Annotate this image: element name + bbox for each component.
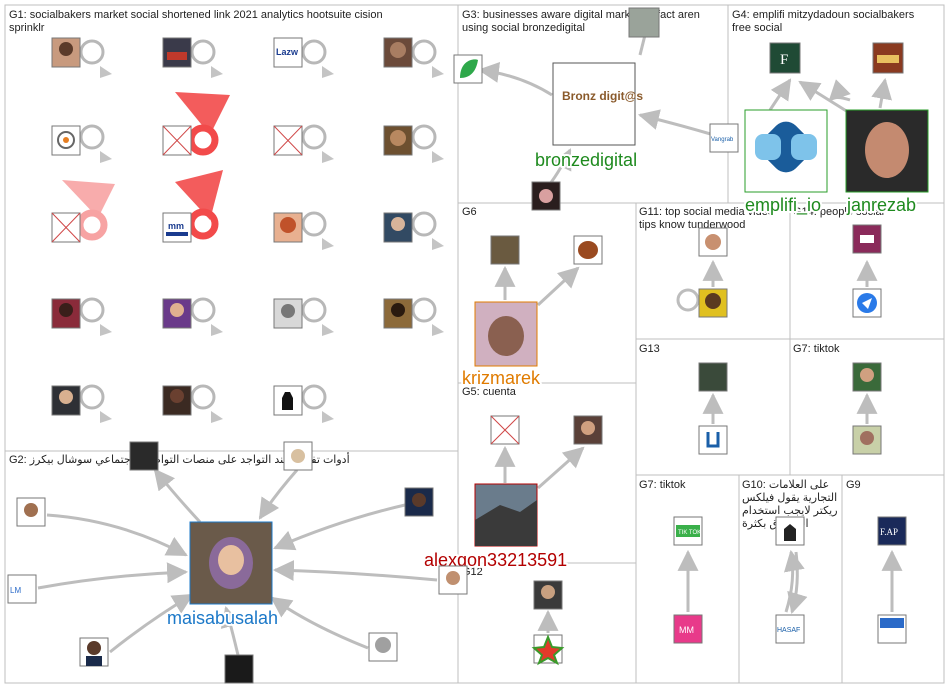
g1-red-loops xyxy=(62,92,230,241)
avatar[interactable] xyxy=(698,425,728,455)
alexgon-label: alexgon33213591 xyxy=(424,550,567,570)
svg-text:MM: MM xyxy=(679,625,694,635)
avatar[interactable] xyxy=(453,54,483,84)
svg-text:TIK TOK: TIK TOK xyxy=(678,530,701,536)
svg-text:Lazw: Lazw xyxy=(276,47,299,57)
g10-title: G10: على العلامات التجارية يقول فيلكس ري… xyxy=(742,479,841,530)
g12-nodes xyxy=(531,580,565,666)
g14-nodes xyxy=(852,224,882,318)
svg-text:LM: LM xyxy=(10,586,21,595)
g5-nodes: alexgon33213591 xyxy=(422,415,603,572)
g10-edges xyxy=(783,549,808,615)
g2-title: G2: أدوات تفيدك عند التواجد على منصات ال… xyxy=(9,452,350,466)
g4-title: G4: emplifi mitzydadoun socialbakers fre… xyxy=(732,9,917,34)
g11-nodes xyxy=(698,227,728,318)
bronzedigital-node[interactable] xyxy=(552,62,636,146)
g9-nodes: F.AP xyxy=(877,516,907,644)
avatar[interactable] xyxy=(698,227,728,257)
g6-title: G6 xyxy=(462,206,477,218)
g11-edges xyxy=(676,259,724,312)
g9-title: G9 xyxy=(846,479,861,491)
g3-nodes: Bronz digit@s Vangrab bronzedigital xyxy=(453,7,739,211)
avatar[interactable] xyxy=(852,224,882,254)
krizmarek-label: krizmarek xyxy=(462,368,541,388)
g2-nodes: LM maisabusalah xyxy=(7,441,468,684)
g14-title: G14: people social xyxy=(793,206,884,218)
avatar[interactable] xyxy=(769,42,801,74)
g13-title: G13 xyxy=(639,343,660,355)
avatar[interactable] xyxy=(490,235,520,265)
g4-nodes: F emplifi_io janrezab xyxy=(743,42,929,218)
avatar[interactable] xyxy=(673,614,703,644)
g6-edges xyxy=(494,265,580,307)
g3-title: G3: businesses aware digital marketing f… xyxy=(462,9,703,34)
g1-title: G1: socialbakers market social shortened… xyxy=(9,9,386,34)
emplifi-io-label: emplifi_io xyxy=(745,195,821,216)
g6-nodes: krizmarek xyxy=(460,235,603,390)
g10-nodes: HASAF xyxy=(775,516,805,644)
svg-text:F.AP: F.AP xyxy=(880,527,898,537)
avatar[interactable] xyxy=(709,123,739,153)
svg-text:HASAF: HASAF xyxy=(777,627,800,634)
avatar[interactable] xyxy=(775,614,805,644)
avatar[interactable] xyxy=(129,441,159,471)
g4-edges xyxy=(768,77,893,114)
svg-text:mm: mm xyxy=(168,221,184,231)
svg-text:F: F xyxy=(780,52,788,68)
g5-edges xyxy=(494,445,585,490)
g1-self-loops xyxy=(79,39,437,410)
g8-title: G7: tiktok xyxy=(793,343,840,355)
avatar[interactable] xyxy=(628,7,660,38)
avatar[interactable] xyxy=(7,574,37,604)
avatar[interactable] xyxy=(877,516,907,546)
panel-borders xyxy=(4,4,945,684)
panel-g9 xyxy=(841,474,945,684)
avatar[interactable] xyxy=(273,37,303,68)
g1-loop-arrowheads xyxy=(100,66,444,423)
svg-text:Vangrab: Vangrab xyxy=(711,137,734,143)
avatar[interactable] xyxy=(224,654,254,684)
bronzedigital-label: bronzedigital xyxy=(535,150,637,170)
avatar[interactable] xyxy=(698,362,728,392)
g8-nodes xyxy=(852,362,882,455)
maisabusalah-label: maisabusalah xyxy=(167,608,278,628)
g7-nodes: TIK TOK MM xyxy=(673,516,703,644)
g13-nodes xyxy=(698,362,728,455)
janrezab-label: janrezab xyxy=(846,195,916,215)
g2-edges xyxy=(37,468,438,656)
svg-text:Bronz digit@s: Bronz digit@s xyxy=(562,89,643,103)
avatar[interactable] xyxy=(404,487,434,517)
g1-nodes: Lazw mm xyxy=(51,37,413,416)
g7-title: G7: tiktok xyxy=(639,479,686,491)
avatar[interactable] xyxy=(162,212,192,243)
g5-title: G5: cuenta xyxy=(462,386,517,398)
